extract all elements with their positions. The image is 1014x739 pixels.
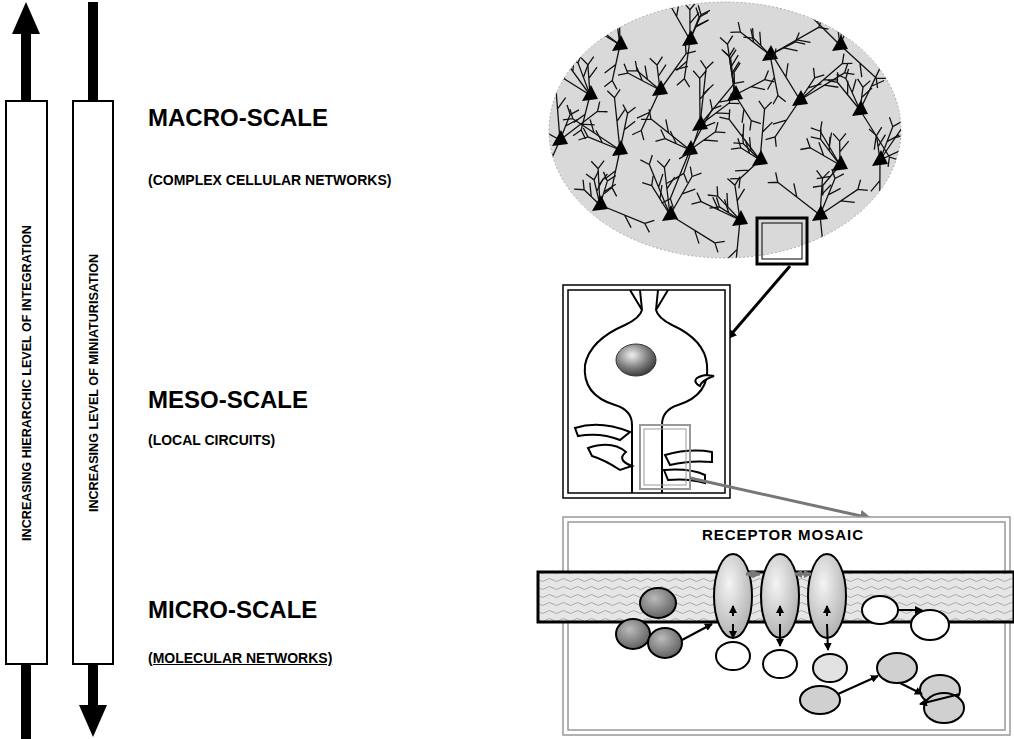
scale-title: MESO-SCALE — [148, 386, 308, 414]
box-title: RECEPTOR MOSAIC — [702, 526, 864, 543]
axis-label: INCREASING LEVEL OF MINIATURISATION — [84, 102, 102, 663]
axis-label: INCREASING HIERARCHIC LEVEL OF INTEGRATI… — [18, 102, 36, 663]
scale-subtitle: (LOCAL CIRCUITS) — [148, 432, 275, 448]
scale-title: MACRO-SCALE — [148, 104, 328, 132]
scale-subtitle: (COMPLEX CELLULAR NETWORKS) — [148, 172, 391, 188]
scale-bar: INCREASING LEVEL OF MINIATURISATION — [72, 100, 114, 665]
receptor-mosaic-box: RECEPTOR MOSAIC — [563, 517, 1010, 735]
scale-subtitle: (MOLECULAR NETWORKS) — [148, 650, 332, 666]
scale-title: MICRO-SCALE — [148, 596, 317, 624]
scale-bar: INCREASING HIERARCHIC LEVEL OF INTEGRATI… — [5, 100, 48, 665]
